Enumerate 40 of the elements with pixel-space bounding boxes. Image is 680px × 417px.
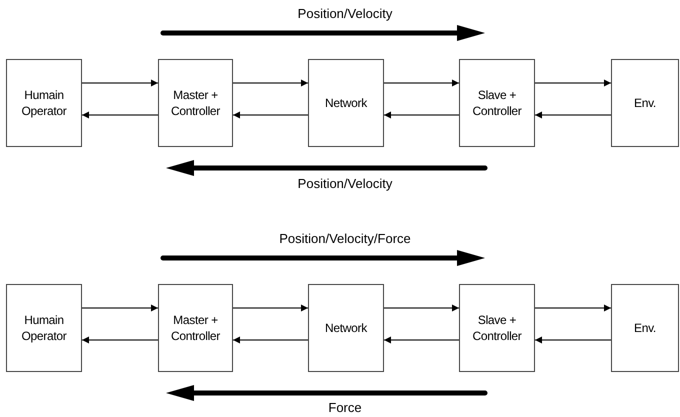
block-box (611, 59, 679, 147)
block-box (158, 284, 233, 372)
block-box (459, 59, 535, 147)
arrow (384, 112, 460, 118)
block-label: Env. (634, 95, 656, 111)
block-label: Master + Controller (170, 87, 220, 119)
arrow (384, 304, 460, 312)
arrow (232, 80, 308, 86)
arrow (534, 112, 612, 118)
block-label: Network (325, 320, 367, 336)
block-box (459, 284, 535, 372)
block-label: Slave + Controller (472, 87, 522, 119)
arrow (82, 304, 158, 312)
arrow (534, 336, 612, 344)
block-box (611, 284, 679, 372)
block-box (308, 284, 384, 372)
arrow (82, 80, 158, 86)
block-label: Humain Operator (22, 312, 66, 344)
block-label: Master + Controller (170, 312, 220, 344)
arrow (534, 304, 612, 312)
arrow (232, 336, 308, 344)
arrow (82, 336, 158, 344)
signal-label: Position/Velocity (298, 6, 392, 21)
arrow (232, 304, 308, 312)
block-label: Env. (634, 320, 656, 336)
block-box (6, 284, 82, 372)
block-box (308, 59, 384, 147)
signal-label: Position/Velocity (298, 176, 392, 191)
block-label: Network (325, 95, 367, 111)
signal-label: Position/Velocity/Force (279, 231, 411, 246)
arrow (534, 80, 612, 86)
arrow (384, 80, 460, 86)
arrow (384, 336, 460, 344)
block-label: Slave + Controller (472, 312, 522, 344)
arrow (232, 112, 308, 118)
block-label: Humain Operator (22, 87, 66, 119)
block-box (6, 59, 82, 147)
signal-label: Force (328, 400, 362, 415)
block-box (158, 59, 233, 147)
arrow (82, 112, 158, 118)
